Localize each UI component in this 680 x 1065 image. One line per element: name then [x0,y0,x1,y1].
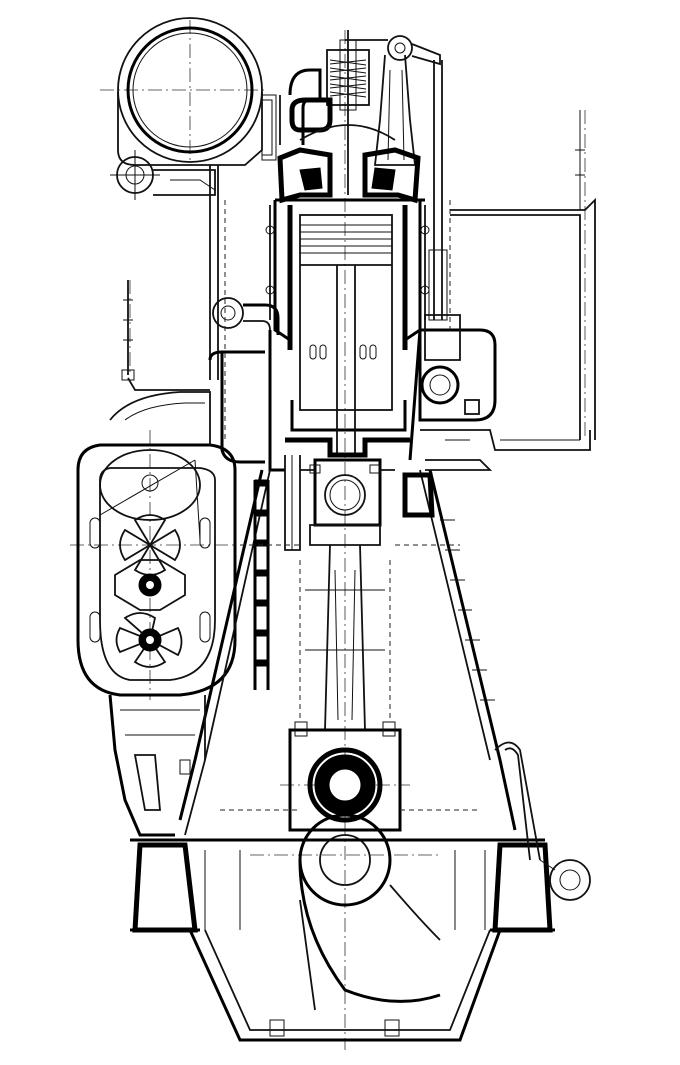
valve-spring-assembly [326,30,370,195]
cylinder-head [275,124,425,204]
piston-rod [336,265,356,455]
drain-cock [110,150,216,200]
fuel-pump-housing [418,314,497,422]
rotor-upper-hub [114,559,186,611]
lubrication-pipe-right [494,741,591,901]
a-frame-right [402,469,517,831]
crosshead-guide [284,455,301,551]
rotor-lower [115,612,183,668]
bedplate [130,838,555,1042]
air-pipe-flange [212,297,280,335]
exhaust-support [209,165,219,380]
frame-inner-columns [299,560,391,720]
pump-slots [89,517,211,643]
camshaft-bracket [420,429,591,471]
big-end-bearing [288,721,402,832]
scavenge-pump-casing [76,443,237,697]
piston [290,214,407,432]
inlet-elbow [279,68,333,145]
rocker-arm [345,35,441,166]
cylinder-liner [265,200,430,350]
push-rod [428,60,448,321]
pump-support-bracket [108,694,206,837]
a-frame-left [178,469,271,821]
crank-web [298,813,441,1011]
detail-dashed-lines [220,200,480,811]
lubricator-fitting [121,280,210,391]
exhaust-pipe-flange [117,17,277,166]
crosshead [300,458,395,546]
frame-ribs-left [254,479,269,667]
right-platform [450,110,596,440]
pump-upper-housing [109,350,265,464]
